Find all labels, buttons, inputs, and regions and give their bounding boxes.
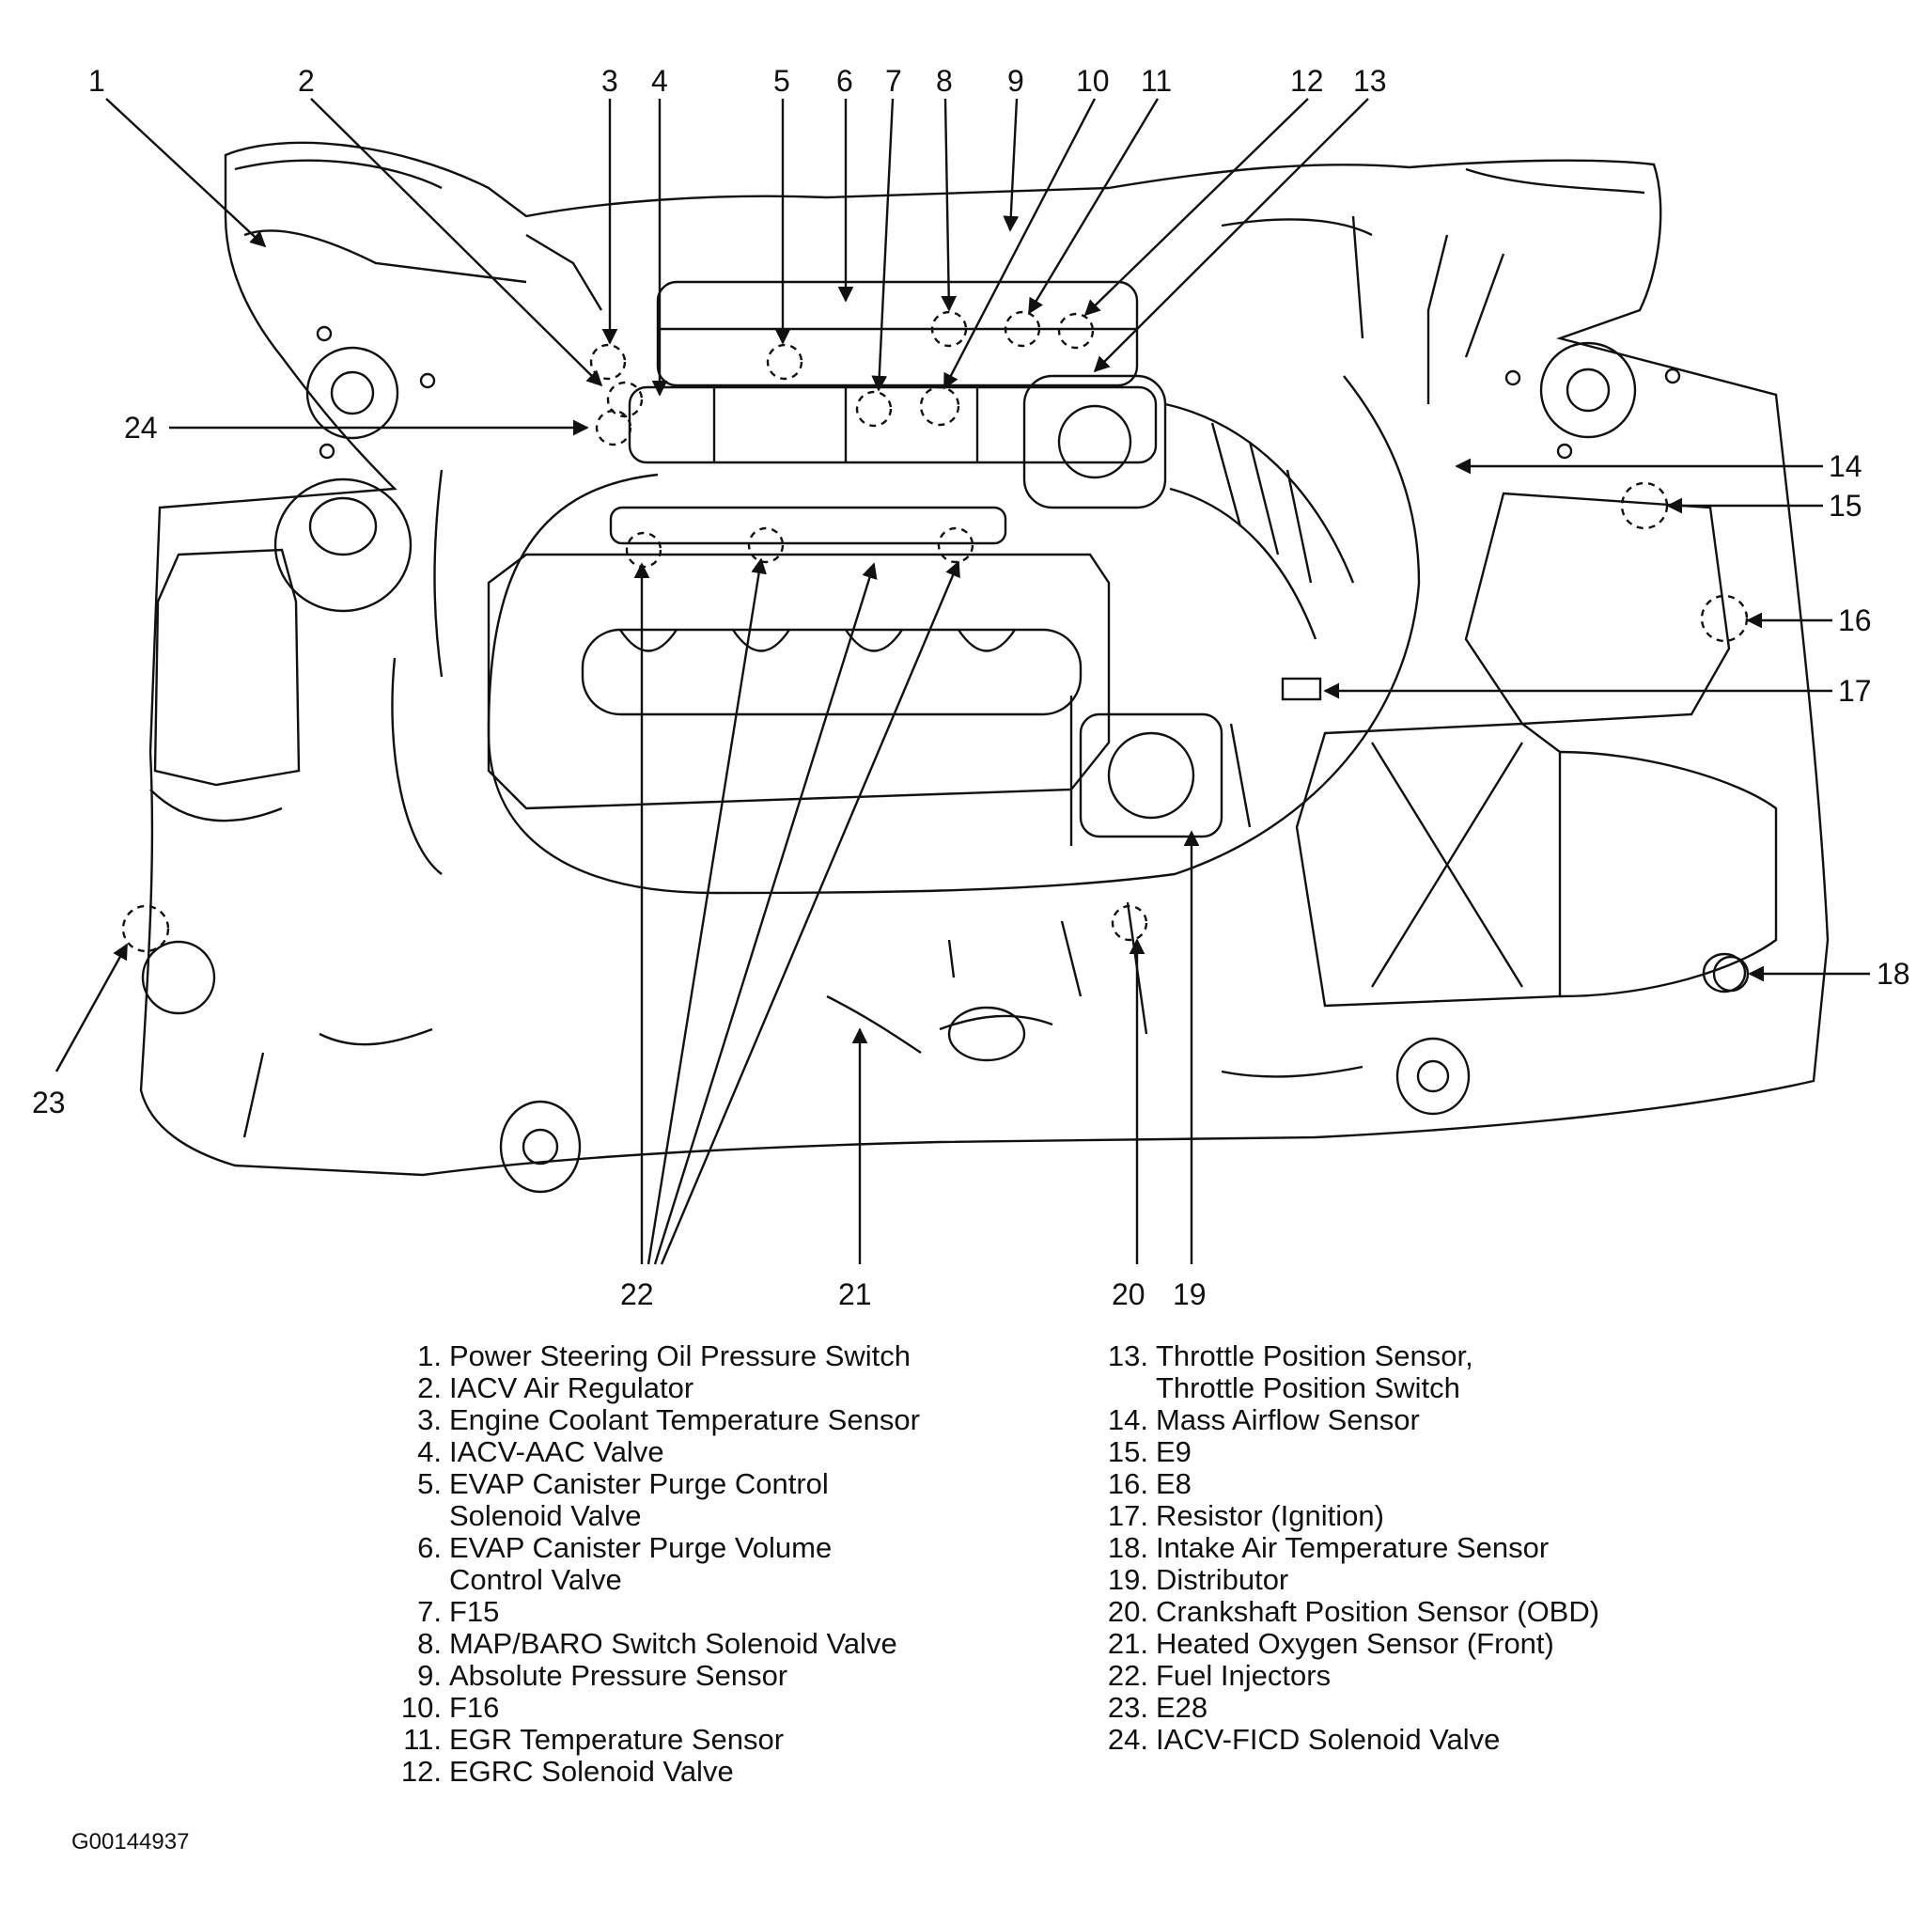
callout-21: 21	[838, 1277, 872, 1311]
figure-code: G00144937	[71, 1829, 190, 1854]
callout-11: 11	[1141, 64, 1173, 98]
legend-item: 8.MAP/BARO Switch Solenoid Valve	[417, 1627, 897, 1660]
callout-4: 4	[651, 64, 668, 98]
legend-item: Control Valve	[449, 1563, 622, 1596]
callout-22: 22	[620, 1277, 654, 1311]
legend-item: 18.Intake Air Temperature Sensor	[1107, 1531, 1550, 1564]
engine-drawing	[139, 141, 1830, 1194]
callout-20: 20	[1112, 1277, 1145, 1311]
callout-13: 13	[1353, 64, 1387, 98]
callout-5: 5	[773, 64, 790, 98]
callout-10: 10	[1076, 64, 1110, 98]
legend-item: 14.Mass Airflow Sensor	[1107, 1403, 1420, 1436]
resistor-marker	[1281, 677, 1750, 993]
callout-leaders	[55, 98, 1870, 1265]
legend-item: 1.Power Steering Oil Pressure Switch	[417, 1339, 911, 1372]
legend-item: 2.IACV Air Regulator	[417, 1371, 694, 1404]
legend-item: 22.Fuel Injectors	[1107, 1659, 1332, 1692]
legend-item: 12.EGRC Solenoid Valve	[400, 1755, 734, 1788]
callout-6: 6	[836, 64, 853, 98]
callout-1: 1	[88, 64, 105, 98]
engine-compartment-diagram	[55, 98, 1870, 1265]
callout-18: 18	[1877, 957, 1910, 991]
legend-item: 15.E9	[1107, 1435, 1192, 1468]
callout-12: 12	[1290, 64, 1324, 98]
legend-item: 3.Engine Coolant Temperature Sensor	[417, 1403, 920, 1436]
legend-item: 16.E8	[1107, 1467, 1192, 1500]
legend-item: 23.E28	[1107, 1691, 1208, 1724]
callout-24: 24	[124, 411, 158, 445]
legend-item: 7.F15	[417, 1595, 500, 1628]
legend-item: 19.Distributor	[1107, 1563, 1289, 1596]
legend-item: 20.Crankshaft Position Sensor (OBD)	[1107, 1595, 1600, 1628]
callout-14: 14	[1829, 449, 1862, 483]
legend-item: 13.Throttle Position Sensor,	[1107, 1339, 1473, 1372]
callout-19: 19	[1173, 1277, 1207, 1311]
callout-23: 23	[32, 1086, 66, 1119]
legend-left: 1.Power Steering Oil Pressure Switch 2.I…	[385, 1340, 920, 1788]
callout-7: 7	[885, 64, 902, 98]
callout-17: 17	[1838, 674, 1872, 708]
legend-item: Throttle Position Switch	[1156, 1371, 1460, 1404]
legend-item: 24.IACV-FICD Solenoid Valve	[1107, 1723, 1501, 1756]
legend-item: 9.Absolute Pressure Sensor	[417, 1659, 788, 1692]
callout-15: 15	[1829, 489, 1862, 523]
callout-2: 2	[298, 64, 315, 98]
callout-3: 3	[601, 64, 618, 98]
legend-item: 6.EVAP Canister Purge Volume	[417, 1531, 833, 1564]
callout-16: 16	[1838, 603, 1872, 637]
legend-item: 5.EVAP Canister Purge Control	[417, 1467, 829, 1500]
legend-item: 10.F16	[400, 1691, 500, 1724]
legend-item: Solenoid Valve	[449, 1499, 642, 1532]
legend-item: 17.Resistor (Ignition)	[1107, 1499, 1384, 1532]
legend-item: 4.IACV-AAC Valve	[417, 1435, 664, 1468]
callout-8: 8	[936, 64, 953, 98]
legend-right: 13.Throttle Position Sensor, Throttle Po…	[1092, 1340, 1599, 1756]
callout-9: 9	[1007, 64, 1024, 98]
legend-item: 11.EGR Temperature Sensor	[403, 1723, 785, 1756]
legend-item: 21.Heated Oxygen Sensor (Front)	[1107, 1627, 1554, 1660]
